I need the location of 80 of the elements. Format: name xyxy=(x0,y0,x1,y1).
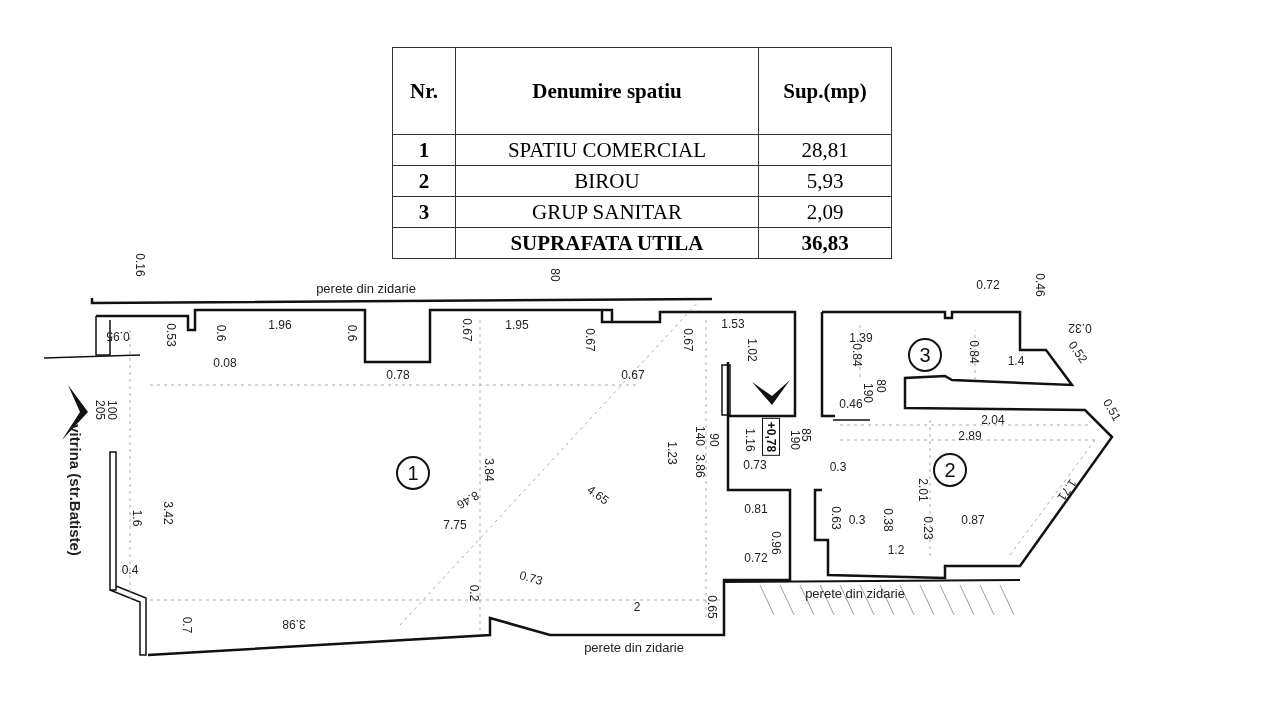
column-heading: Denumire spatiu xyxy=(455,47,759,135)
dimension-label: 0.53 xyxy=(165,323,177,347)
total-label: SUPRAFATA UTILA xyxy=(455,227,759,259)
dimension-label: 0.7 xyxy=(181,616,193,634)
column-heading: Nr. xyxy=(392,47,456,135)
wall-note: perete din zidarie xyxy=(584,640,684,654)
room-number: 3 xyxy=(908,338,942,372)
dimension-label: 0.72 xyxy=(976,279,1000,291)
dimension-label: 0.16 xyxy=(134,253,146,277)
dimension-label: 1.6 xyxy=(131,509,143,527)
dimension-label: 190 xyxy=(789,430,801,450)
row-number: 1 xyxy=(392,134,456,166)
room-number: 1 xyxy=(396,456,430,490)
dimension-label: 0.84 xyxy=(968,340,980,364)
dimension-label: 1.23 xyxy=(666,441,678,465)
wall-note: perete din zidarie xyxy=(805,586,905,600)
dimension-label: 0.87 xyxy=(961,514,985,526)
dimension-label: 0.46 xyxy=(839,398,863,410)
room-name: GRUP SANITAR xyxy=(455,196,759,228)
dimension-label: 1.96 xyxy=(268,319,292,331)
column-heading: Sup.(mp) xyxy=(758,47,892,135)
dimension-label: 0.78 xyxy=(386,369,410,381)
dimension-label: 4.65 xyxy=(585,483,611,507)
dimension-label: 0.6 xyxy=(215,324,227,342)
dimension-label: 0.32 xyxy=(1068,322,1092,334)
dimension-label: 100 xyxy=(106,400,118,420)
dimension-label: 0.81 xyxy=(744,503,768,515)
area-value: 28,81 xyxy=(758,134,892,166)
dimension-label: 2 xyxy=(633,601,641,613)
dimension-label: 0.73 xyxy=(743,459,767,471)
room-name: BIROU xyxy=(455,165,759,197)
dimension-label: 1.95 xyxy=(505,319,529,331)
wall-note: perete din zidarie xyxy=(316,281,416,295)
area-value: 2,09 xyxy=(758,196,892,228)
dimension-label: 0.38 xyxy=(882,508,894,532)
dimension-label: 140 xyxy=(694,426,706,446)
dimension-label: 3.98 xyxy=(282,618,306,630)
street-note: vitrina (str.Batiste) xyxy=(67,424,83,556)
level-mark: +0,78 xyxy=(762,417,780,457)
dimension-label: 3.84 xyxy=(483,458,495,482)
dimension-label: 0.08 xyxy=(213,357,237,369)
dimension-label: 3.86 xyxy=(694,454,706,478)
dimension-label: 0.46 xyxy=(1034,273,1046,297)
dimension-label: 90 xyxy=(708,433,720,447)
total-value: 36,83 xyxy=(758,227,892,259)
dimension-label: 205 xyxy=(94,400,106,420)
row-number: 2 xyxy=(392,165,456,197)
dimension-label: 0.67 xyxy=(461,318,473,342)
dimension-label: 0.4 xyxy=(121,564,139,576)
row-number: 3 xyxy=(392,196,456,228)
room-number: 2 xyxy=(933,453,967,487)
dimension-label: 1.53 xyxy=(721,318,745,330)
dimension-label: 0.6 xyxy=(346,324,358,342)
dimension-label: 80 xyxy=(549,268,561,282)
dimension-label: 0.2 xyxy=(468,584,480,602)
dimension-label: 0.96 xyxy=(770,531,782,555)
dimension-label: 0.73 xyxy=(518,569,544,587)
dimension-label: 85 xyxy=(800,428,812,442)
dimension-label: 0.67 xyxy=(682,328,694,352)
dimension-label: 1.2 xyxy=(887,544,905,556)
dimension-label: 2.04 xyxy=(981,414,1005,426)
dimension-label: 0.63 xyxy=(830,506,842,530)
dimension-label: 2.01 xyxy=(917,478,929,502)
room-name: SPATIU COMERCIAL xyxy=(455,134,759,166)
area-value: 5,93 xyxy=(758,165,892,197)
dimension-label: 0.3 xyxy=(829,461,847,473)
dimension-label: 0.67 xyxy=(584,328,596,352)
dimension-label: 0.3 xyxy=(848,514,866,526)
dimension-label: 7.75 xyxy=(443,519,467,531)
dimension-label: 0.84 xyxy=(851,343,863,367)
dimension-label: 3.42 xyxy=(162,501,174,525)
dimension-label: 1.4 xyxy=(1007,355,1025,367)
dimension-label: 80 xyxy=(875,379,887,393)
dimension-label: 190 xyxy=(862,383,874,403)
dimension-label: 0.72 xyxy=(744,552,768,564)
dimension-label: 0.23 xyxy=(922,516,934,540)
dimension-label: 0.65 xyxy=(706,595,718,619)
dimension-label: 8.46 xyxy=(454,488,482,512)
dimension-label: 1.02 xyxy=(746,338,758,362)
dimension-label: 0.67 xyxy=(621,369,645,381)
